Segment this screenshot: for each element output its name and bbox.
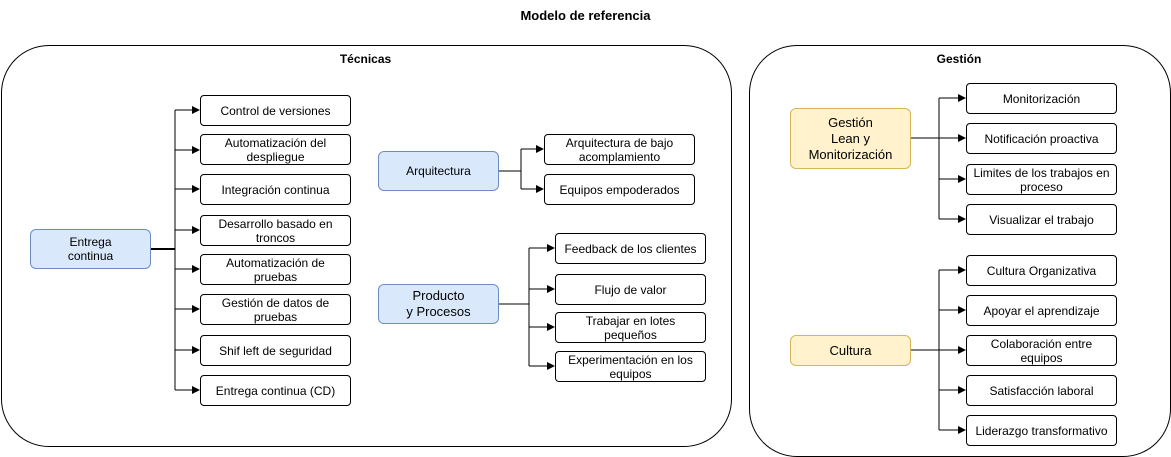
item-apoyar-aprendizaje: Apoyar el aprendizaje	[966, 295, 1117, 326]
item-entrega-continua-cd: Entrega continua (CD)	[200, 375, 351, 406]
item-liderazgo-transformativo: Liderazgo transformativo	[966, 415, 1117, 446]
item-control-versiones: Control de versiones	[200, 95, 351, 126]
node-entrega-continua: Entrega continua	[30, 229, 151, 269]
item-cultura-organizativa: Cultura Organizativa	[966, 255, 1117, 286]
item-arquitectura-bajo-acomplamiento: Arquitectura de bajo acomplamiento	[544, 134, 695, 165]
item-monitorizacion: Monitorización	[966, 83, 1117, 114]
diagram-title: Modelo de referencia	[520, 8, 651, 23]
item-experimentacion-equipos: Experimentación en los equipos	[555, 351, 706, 382]
group-gestion-label: Gestión	[936, 52, 982, 66]
item-automatizacion-pruebas: Automatización de pruebas	[200, 254, 351, 285]
item-gestion-datos-pruebas: Gestión de datos de pruebas	[200, 294, 351, 325]
item-desarrollo-troncos: Desarrollo basado en troncos	[200, 215, 351, 246]
node-producto-procesos: Producto y Procesos	[378, 284, 499, 324]
item-satisfaccion-laboral: Satisfacción laboral	[966, 375, 1117, 406]
item-limites-trabajos: Limites de los trabajos en proceso	[966, 164, 1117, 195]
item-automatizacion-despliegue: Automatización del despliegue	[200, 134, 351, 165]
node-gestion-lean: Gestión Lean y Monitorización	[790, 108, 911, 169]
item-integracion-continua: Integración continua	[200, 174, 351, 205]
node-cultura: Cultura	[790, 335, 911, 366]
item-notificacion-proactiva: Notificación proactiva	[966, 123, 1117, 154]
item-feedback-clientes: Feedback de los clientes	[555, 233, 706, 264]
group-tecnicas-label: Técnicas	[339, 52, 392, 66]
node-arquitectura: Arquitectura	[378, 151, 499, 191]
item-equipos-empoderados: Equipos empoderados	[544, 174, 695, 205]
item-shift-left-seguridad: Shif left de seguridad	[200, 335, 351, 366]
item-lotes-pequenos: Trabajar en lotes pequeños	[555, 312, 706, 343]
item-flujo-valor: Flujo de valor	[555, 274, 706, 305]
item-visualizar-trabajo: Visualizar el trabajo	[966, 204, 1117, 235]
item-colaboracion-equipos: Colaboración entre equipos	[966, 335, 1117, 366]
